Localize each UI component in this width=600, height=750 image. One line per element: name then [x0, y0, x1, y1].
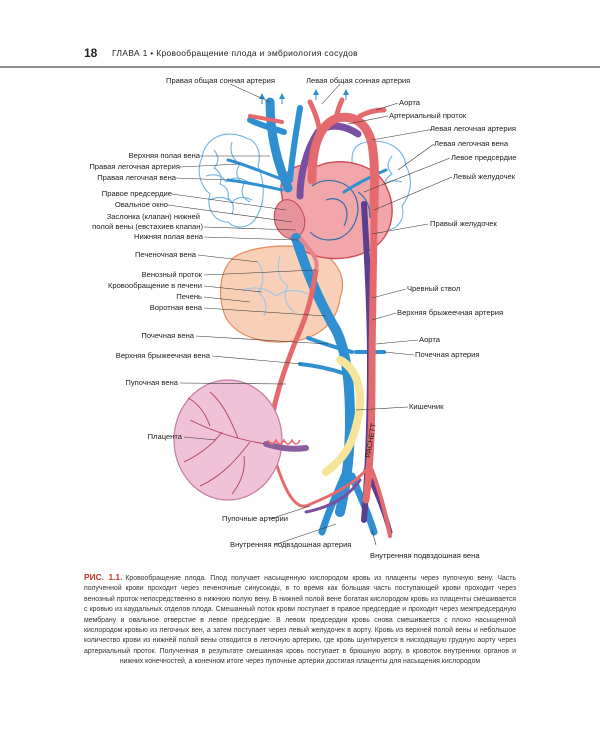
- label-foramen-ovale: Овальное окно: [115, 200, 168, 209]
- label-left-ventricle: Левый желудочек: [453, 172, 516, 181]
- label-renal-artery: Почечная артерия: [415, 350, 480, 359]
- figure-caption: РИС. 1.1.Кровообращение плода. Плод полу…: [84, 572, 516, 668]
- label-right-pulmonary-vein: Правая легочная вена: [97, 173, 177, 182]
- label-inferior-vena-cava: Нижняя полая вена: [134, 232, 204, 241]
- label-portal-vein: Воротная вена: [150, 303, 203, 312]
- label-aorta-top: Аорта: [399, 98, 421, 107]
- label-hepatic-circulation: Кровообращение в печени: [108, 281, 202, 290]
- label-umbilical-vein: Пупочная вена: [125, 378, 178, 387]
- page-header: 18 ГЛАВА 1 • Кровообращение плода и эмбр…: [0, 40, 600, 66]
- page-number: 18: [84, 46, 97, 60]
- label-right-common-carotid: Правая общая сонная артерия: [166, 76, 275, 85]
- label-superior-vena-cava: Верхняя полая вена: [129, 151, 201, 160]
- label-liver: Печень: [176, 292, 202, 301]
- label-superior-mesenteric-vein: Верхняя брыжеечная вена: [116, 351, 211, 360]
- label-internal-iliac-artery: Внутренняя подвздошная артерия: [230, 540, 351, 549]
- label-internal-iliac-vein: Внутренняя подвздошная вена: [370, 551, 480, 560]
- placenta-illustration: [174, 380, 282, 500]
- label-ductus-venosus: Венозный проток: [142, 270, 203, 279]
- label-eustachian-valve-line2: полой вены (евстахиев клапан): [92, 222, 203, 231]
- label-celiac-trunk: Чревный ствол: [407, 284, 460, 293]
- label-umbilical-arteries: Пупочные артерии: [222, 514, 288, 523]
- label-hepatic-vein: Печеночная вена: [135, 250, 197, 259]
- label-ductus-arteriosus: Артериальный проток: [389, 111, 467, 120]
- label-left-common-carotid: Левая общая сонная артерия: [306, 76, 410, 85]
- flow-arrows: [262, 92, 346, 104]
- liver-illustration: [221, 246, 343, 342]
- caption-text: Кровообращение плода. Плод получает насы…: [84, 575, 516, 665]
- label-left-atrium: Левое предсердие: [451, 153, 517, 162]
- label-right-ventricle: Правый желудочек: [430, 219, 497, 228]
- illustrator-signature: PACHETT: [363, 422, 378, 458]
- chapter-title: ГЛАВА 1 • Кровообращение плода и эмбриол…: [112, 48, 358, 58]
- label-placenta: Плацента: [148, 432, 183, 441]
- figure-number: РИС. 1.1.: [84, 572, 122, 582]
- label-right-pulmonary-artery: Правая легочная артерия: [89, 162, 180, 171]
- label-left-pulmonary-vein: Левая легочная вена: [434, 139, 509, 148]
- label-aorta-mid: Аорта: [419, 335, 441, 344]
- label-superior-mesenteric-artery: Верхняя брыжеечная артерия: [397, 308, 503, 317]
- label-renal-vein: Почечная вена: [141, 331, 194, 340]
- label-left-pulmonary-artery: Левая легочная артерия: [430, 124, 516, 133]
- label-eustachian-valve-line1: Заслонка (клапан) нижней: [107, 212, 200, 221]
- label-intestine: Кишечник: [409, 402, 444, 411]
- fetal-circulation-figure: PACHETT Правая: [0, 68, 600, 568]
- label-right-atrium: Правое предсердие: [102, 189, 172, 198]
